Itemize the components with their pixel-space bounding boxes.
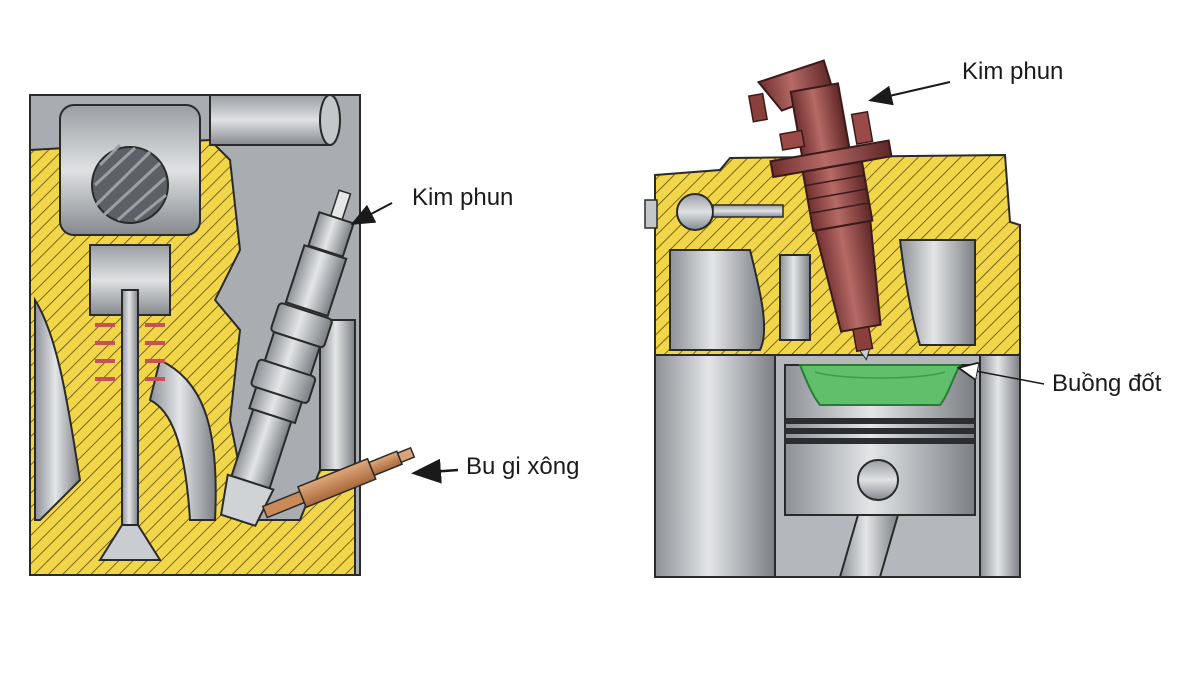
intake-port: [34, 296, 82, 521]
camshaft: [91, 146, 169, 224]
glow-plug-arrow: [411, 458, 459, 484]
right-intake-port: [669, 249, 766, 351]
combustion-chamber: [798, 364, 962, 406]
valve-spring: [95, 323, 165, 381]
combustion-chamber-arrow: [960, 368, 1045, 385]
right-injector: [747, 59, 893, 361]
left-cylinder-head: [29, 94, 416, 576]
right-injector-arrow: [868, 81, 951, 106]
top-pipe: [209, 94, 331, 146]
connecting-rod: [838, 514, 900, 578]
piston-ring: [785, 418, 975, 424]
label-glow-plug: Bu gi xông: [466, 453, 580, 480]
piston-ring: [785, 428, 975, 434]
left-injector: [219, 189, 355, 527]
right-engine-section: [644, 59, 1021, 578]
left-injector-arrow: [350, 202, 393, 225]
right-exhaust-port: [898, 239, 976, 346]
exhaust-port: [148, 358, 217, 521]
piston-ring: [785, 438, 975, 444]
valve-stem: [121, 289, 139, 536]
piston-pin: [857, 459, 899, 501]
label-right-injector: Kim phun: [962, 58, 1064, 85]
label-left-injector: Kim phun: [412, 184, 514, 211]
right-port-slot: [779, 254, 811, 341]
glow-plug: [261, 446, 416, 519]
cylinder-wall-left: [654, 354, 776, 578]
valve-head: [98, 524, 162, 561]
head-bolt: [676, 193, 714, 231]
cylinder-wall-right: [979, 354, 1021, 578]
label-combustion-chamber: Buồng đốt: [1052, 370, 1162, 397]
